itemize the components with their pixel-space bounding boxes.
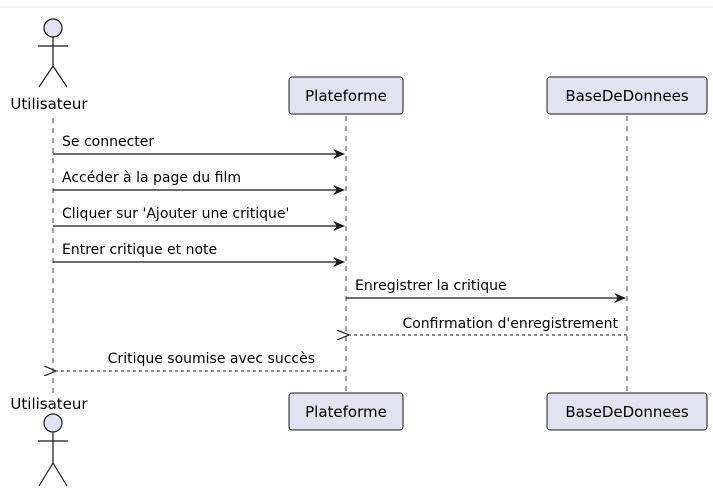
participant-db-top-label: BaseDeDonnees <box>565 87 689 105</box>
message-label: Entrer critique et note <box>62 242 217 258</box>
participant-db-bottom-label: BaseDeDonnees <box>565 403 689 421</box>
message-7: Critique soumise avec succès <box>55 351 346 371</box>
participant-platform-bottom-label: Plateforme <box>305 403 387 421</box>
message-2: Accéder à la page du film <box>53 170 345 195</box>
actor-user-bottom: Utilisateur <box>10 395 88 487</box>
message-3: Cliquer sur 'Ajouter une critique' <box>53 206 345 231</box>
actor-user-top-label: Utilisateur <box>10 95 88 113</box>
stick-figure-icon <box>38 413 68 487</box>
actor-user-bottom-label: Utilisateur <box>10 395 88 413</box>
message-label: Cliquer sur 'Ajouter une critique' <box>62 206 289 222</box>
message-label: Accéder à la page du film <box>62 170 241 186</box>
message-4: Entrer critique et note <box>53 242 345 267</box>
actor-user-top: Utilisateur <box>10 18 88 113</box>
message-label: Se connecter <box>62 134 154 150</box>
message-6: Confirmation d'enregistrement <box>348 316 627 335</box>
participant-platform-top-label: Plateforme <box>305 87 387 105</box>
message-label: Confirmation d'enregistrement <box>402 316 618 332</box>
message-5: Enregistrer la critique <box>346 278 626 303</box>
participant-db-bottom: BaseDeDonnees <box>546 392 708 431</box>
message-label: Critique soumise avec succès <box>108 351 315 367</box>
participant-platform-top: Plateforme <box>288 76 404 115</box>
participant-db-top: BaseDeDonnees <box>546 76 708 115</box>
participant-platform-bottom: Plateforme <box>288 392 404 431</box>
stick-figure-icon <box>38 18 68 88</box>
message-1: Se connecter <box>53 134 345 159</box>
message-label: Enregistrer la critique <box>355 278 507 294</box>
